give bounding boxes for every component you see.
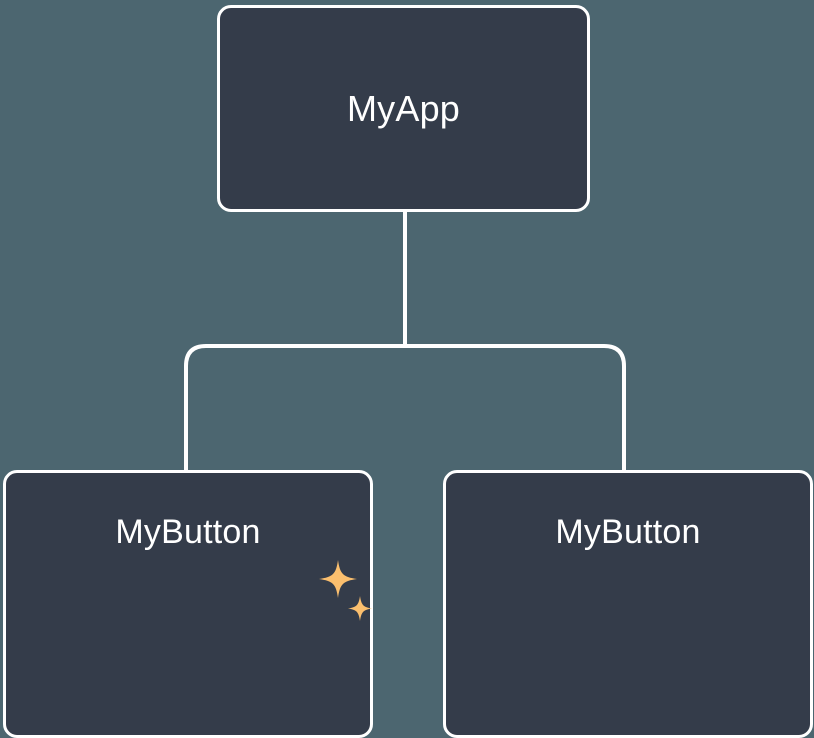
node-mybutton-right-label: MyButton bbox=[555, 513, 701, 551]
node-myapp[interactable]: MyApp bbox=[217, 5, 590, 212]
node-mybutton-left-label: MyButton bbox=[115, 513, 261, 551]
edge-branch-bar bbox=[184, 344, 626, 470]
node-mybutton-right[interactable]: MyButton bbox=[443, 470, 813, 738]
node-myapp-label: MyApp bbox=[346, 87, 461, 129]
node-mybutton-left[interactable]: MyButton bbox=[3, 470, 373, 738]
